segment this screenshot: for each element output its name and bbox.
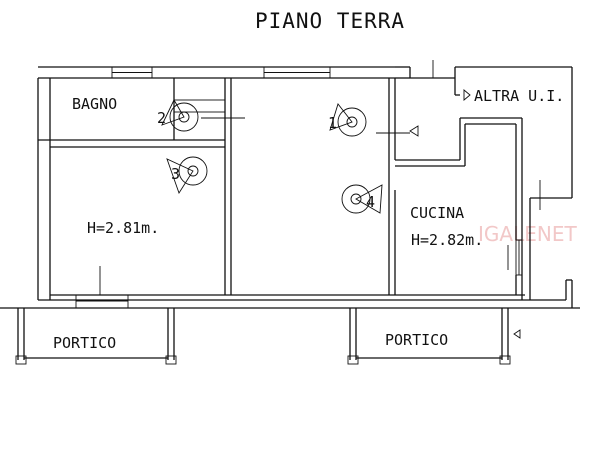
viewpoint-marker-3: 3 xyxy=(166,156,208,195)
portico-left xyxy=(15,308,177,365)
doors xyxy=(99,60,541,295)
windows xyxy=(75,66,523,309)
room-label-cucina: CUCINA xyxy=(410,204,464,222)
height-label-right: H=2.82m. xyxy=(411,231,483,249)
portico-label-left: PORTICO xyxy=(53,334,116,352)
watermark: IGALENET xyxy=(478,222,577,246)
svg-text:4: 4 xyxy=(366,193,375,211)
portico-right xyxy=(347,308,511,365)
svg-text:3: 3 xyxy=(171,165,180,183)
direction-arrows xyxy=(409,89,521,339)
portico-label-right: PORTICO xyxy=(385,331,448,349)
viewpoint-marker-4: 4 xyxy=(341,184,383,214)
viewpoint-marker-1: 1 xyxy=(328,103,367,137)
room-label-altra: ALTRA U.I. xyxy=(474,87,564,105)
height-label-left: H=2.81m. xyxy=(87,219,159,237)
viewpoint-marker-2: 2 xyxy=(157,99,199,132)
room-label-bagno: BAGNO xyxy=(72,95,117,113)
svg-text:2: 2 xyxy=(157,109,166,127)
svg-text:1: 1 xyxy=(328,114,337,132)
plan-title: PIANO TERRA xyxy=(255,9,405,33)
